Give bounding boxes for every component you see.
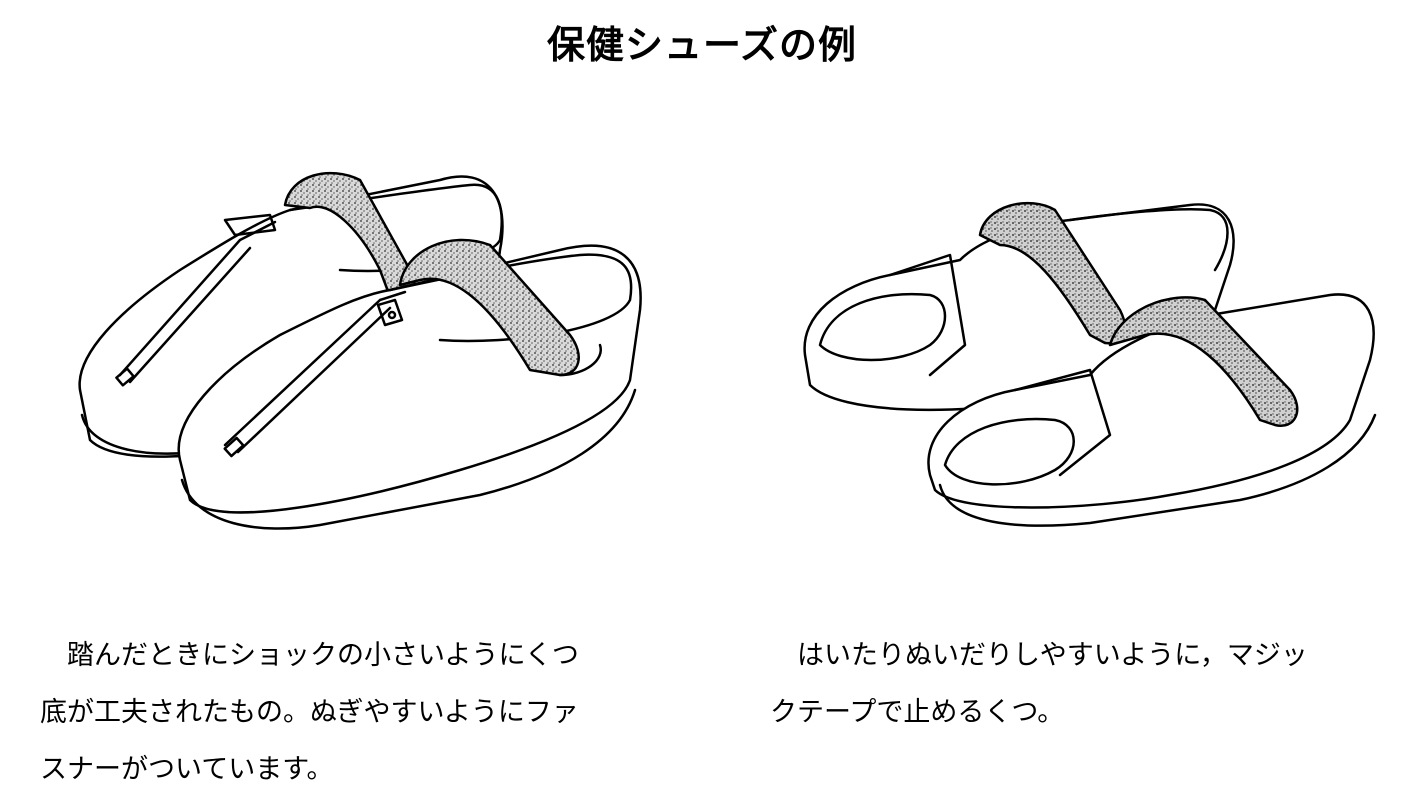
front-velcro-strap <box>398 238 580 377</box>
caption-line: スナーがついています。 <box>40 754 334 785</box>
front-velcro-strap <box>1108 296 1299 428</box>
page-title: 保健シューズの例 <box>546 23 858 67</box>
caption-line: クテープで止めるくつ。 <box>770 697 1065 728</box>
zipper-shoes-illustration <box>78 171 642 530</box>
caption-zipper-shoes: 踏んだときにショックの小さいようにくつ 底が工夫されたもの。ぬぎやすいようにファ… <box>40 627 579 798</box>
front-shoe <box>177 244 642 530</box>
velcro-open-toe-shoes-illustration <box>803 201 1377 527</box>
caption-line: はいたりぬいだりしやすいように，マジッ <box>770 640 1308 671</box>
front-open-shoe <box>927 293 1377 527</box>
caption-line: 踏んだときにショックの小さいようにくつ <box>40 640 579 671</box>
caption-line: 底が工夫されたもの。ぬぎやすいようにファ <box>40 697 579 728</box>
caption-velcro-shoes: はいたりぬいだりしやすいように，マジッ クテープで止めるくつ。 <box>770 627 1308 741</box>
